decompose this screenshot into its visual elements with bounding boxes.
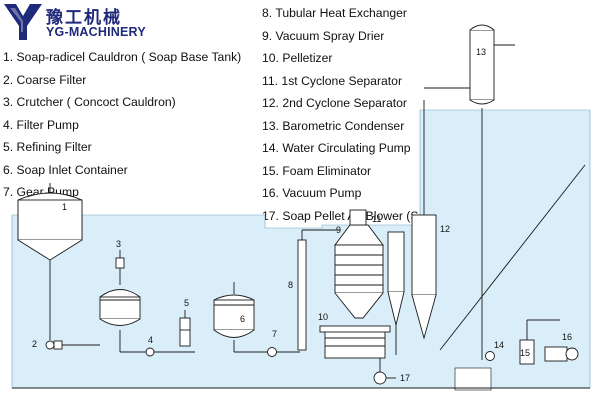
water-tank-panel [454,367,492,391]
logo-text-cn: 豫工机械 [46,8,122,28]
equipment-number-label: 5 [184,298,189,308]
equipment-number-label: 16 [562,332,572,342]
equipment-number-label: 1 [62,202,67,212]
foam-eliminator [519,319,560,365]
equipment-number-label: 7 [272,329,277,339]
equipment-number-label: 10 [318,312,328,322]
crutcher [99,250,141,352]
legend-item: 16. Vacuum Pump [262,186,362,200]
legend-item: 17. Soap Pellet Air Blower (Soap Pellet … [262,208,531,223]
vacuum-pump [544,346,579,362]
coarse-filter [45,340,100,350]
soap-base-tank [17,183,83,340]
gear-pump [267,347,300,357]
legend-item: 4. Filter Pump [3,117,79,132]
legend-item: 5. Refining Filter [3,140,92,154]
legend-item: 8. Tubular Heat Exchanger [262,6,407,20]
legend-item: 12. 2nd Cyclone Separator [262,96,407,110]
legend-item: 2. Coarse Filter [3,72,87,87]
legend-item: 14. Water Circulating Pump [262,141,411,155]
water-circulating-pump [485,351,495,361]
yg-logo-mark-icon [4,4,42,40]
equipment-number-label: 6 [240,314,245,324]
soap-pellet-air-blower [373,358,396,385]
legend-left: 1. Soap-radicel Cauldron ( Soap Base Tan… [3,46,241,204]
pelletizer [319,325,391,359]
equipment-number-label: 4 [148,335,153,345]
equipment-number-label: 15 [520,348,530,358]
filter-pump [120,347,195,357]
legend-item: 10. Pelletizer [262,51,333,65]
equipment-number-label: 17 [400,373,410,383]
legend-item: 1. Soap-radicel Cauldron ( Soap Base Tan… [3,50,242,64]
legend-right: 8. Tubular Heat Exchanger 9. Vacuum Spra… [262,2,531,227]
legend-item: 13. Barometric Condenser [262,118,405,133]
tubular-heat-exchanger [297,229,340,351]
legend-item: 3. Crutcher ( Concoct Cauldron) [3,95,176,109]
logo-text-en: YG-MACHINERY [46,25,146,39]
legend-item: 9. Vacuum Spray Drier [262,28,385,43]
equipment-number-label: 3 [116,239,121,249]
legend-item: 15. Foam Eliminator [262,163,372,178]
legend-item: 6. Soap Inlet Container [3,162,128,177]
legend-item: 11. 1st Cyclone Separator [262,73,403,88]
equipment-number-label: 2 [32,339,37,349]
equipment-number-label: 8 [288,280,293,290]
refining-filter [179,310,191,347]
first-cyclone-separator [387,231,405,355]
equipment-number-label: 14 [494,340,504,350]
legend-item: 7. Gear Pump [3,185,79,199]
soap-inlet-container [213,282,268,353]
yg-machinery-logo: 豫工机械 YG-MACHINERY [2,2,152,42]
